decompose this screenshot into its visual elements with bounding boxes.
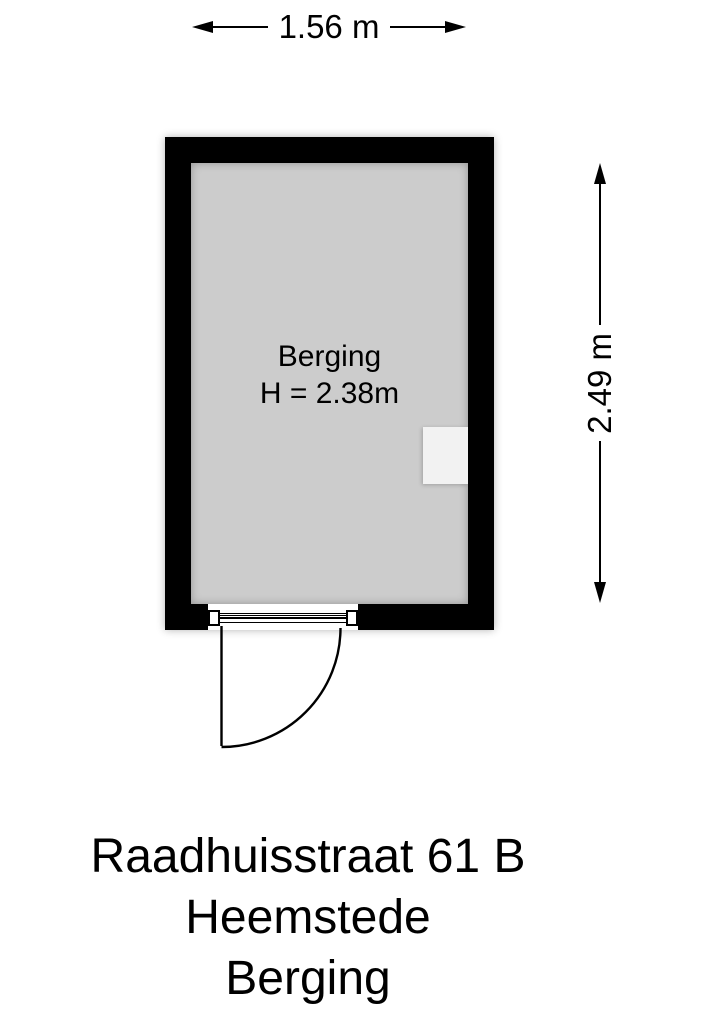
footer-room-line: Berging — [225, 952, 391, 1005]
dimension-line — [598, 441, 602, 583]
room-name-label: Berging — [277, 340, 382, 373]
room-height-label: H = 2.38m — [259, 377, 400, 410]
door-right-jamb — [346, 610, 358, 626]
arrow-left-icon — [192, 21, 213, 33]
footer-street-line: Raadhuisstraat 61 B — [90, 830, 526, 883]
door-threshold — [219, 612, 347, 623]
arrow-up-icon — [594, 163, 606, 184]
top-dimension-label: 1.56 m — [278, 8, 380, 45]
right-dimension-label: 2.49 m — [581, 332, 618, 434]
threshold-line — [220, 614, 346, 617]
footer-address: Raadhuisstraat 61 B Heemstede Berging — [0, 826, 616, 1009]
door-opening — [208, 604, 358, 630]
arrow-down-icon — [594, 582, 606, 604]
room-label: Berging H = 2.38m — [191, 338, 468, 412]
top-dimension: 1.56 m — [192, 7, 467, 47]
right-dimension: 2.49 m — [580, 163, 620, 604]
floor-plan: Berging H = 2.38m — [165, 137, 494, 630]
room-floor — [191, 163, 468, 604]
wall-niche — [423, 427, 468, 484]
dimension-line — [390, 25, 446, 29]
dimension-line — [213, 25, 268, 29]
dimension-line — [598, 184, 602, 325]
threshold-line — [220, 617, 346, 619]
door-swing-arc — [221, 627, 342, 749]
footer-city-line: Heemstede — [185, 891, 431, 944]
door-swing — [220, 626, 342, 749]
arrow-right-icon — [445, 21, 467, 33]
